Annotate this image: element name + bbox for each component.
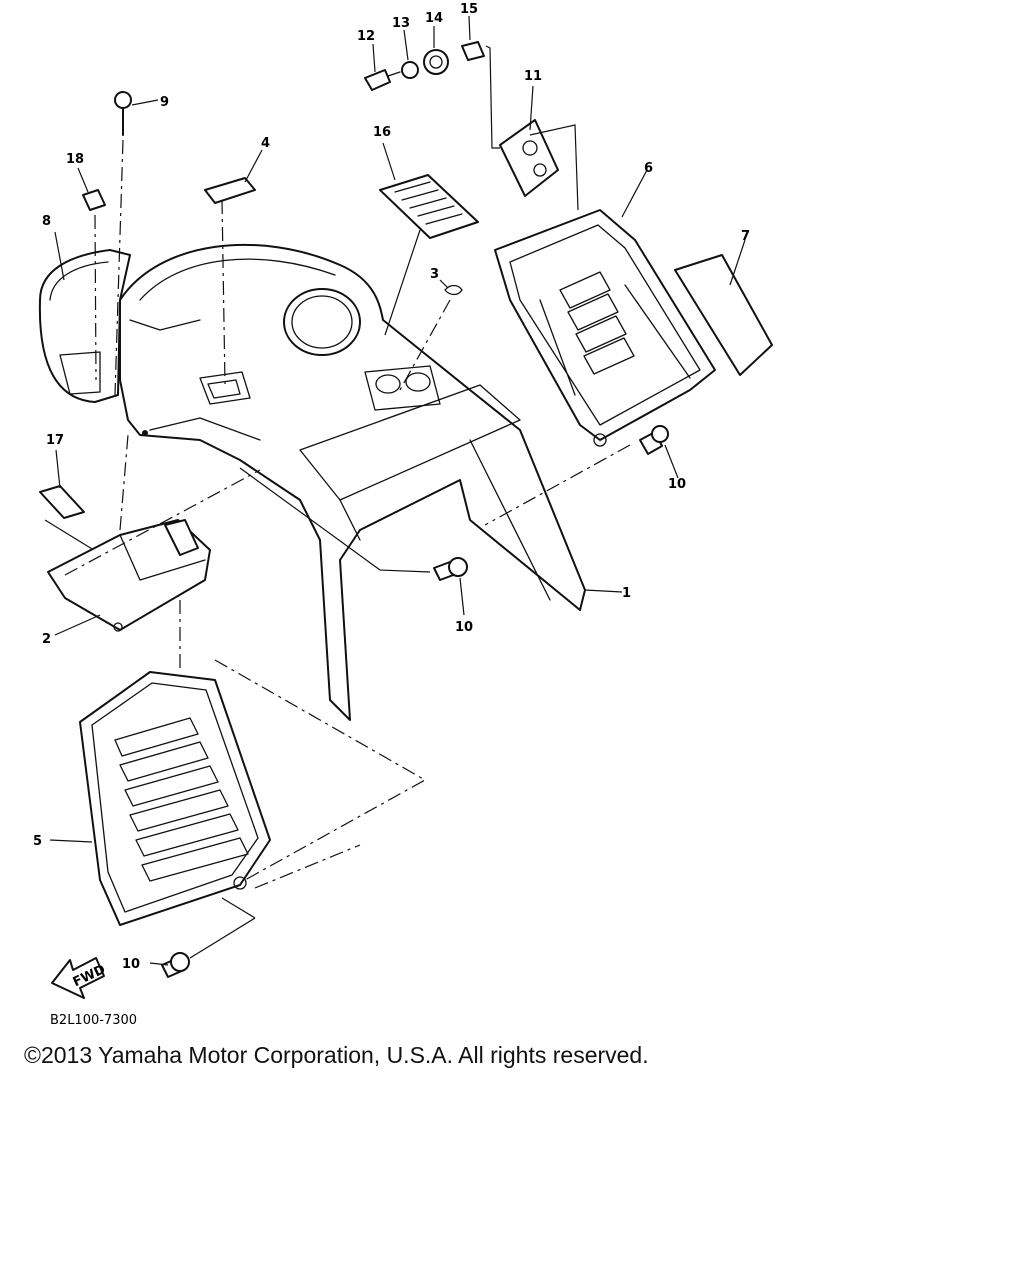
label-part-6: 6 bbox=[644, 161, 653, 176]
label-part-3: 3 bbox=[430, 267, 439, 282]
label-part-4: 4 bbox=[261, 136, 270, 151]
label-part-10-lower: 10 bbox=[122, 957, 140, 972]
label-part-13: 13 bbox=[392, 16, 410, 31]
label-part-1: 1 bbox=[622, 586, 631, 601]
part-2-tray bbox=[47, 434, 261, 670]
label-part-5: 5 bbox=[33, 834, 42, 849]
part-6-right-cover bbox=[494, 169, 716, 447]
label-part-16: 16 bbox=[373, 125, 391, 140]
part-7-pad bbox=[674, 239, 773, 376]
parts-12-15-fasteners bbox=[364, 15, 500, 149]
part-9-bolt bbox=[114, 91, 159, 396]
label-part-11: 11 bbox=[524, 69, 542, 84]
part-16-label bbox=[379, 142, 479, 336]
copyright-notice: ©2013 Yamaha Motor Corporation, U.S.A. A… bbox=[24, 1042, 649, 1068]
label-part-17: 17 bbox=[46, 433, 64, 448]
label-part-15: 15 bbox=[460, 2, 478, 17]
parts-diagram: FWD 1 2 3 4 5 6 7 8 9 10 10 10 11 12 13 … bbox=[33, 2, 773, 1028]
label-part-18: 18 bbox=[66, 152, 84, 167]
label-part-12: 12 bbox=[357, 29, 375, 44]
label-part-14: 14 bbox=[425, 11, 443, 26]
diagram-code: B2L100-7300 bbox=[50, 1013, 137, 1028]
part-4-cover bbox=[204, 149, 263, 386]
label-part-2: 2 bbox=[42, 632, 51, 647]
part-18-grommet bbox=[77, 167, 106, 381]
label-part-9: 9 bbox=[160, 95, 169, 110]
part-3-clip bbox=[399, 279, 463, 391]
fwd-arrow-icon: FWD bbox=[51, 957, 108, 999]
part-1-main-cowl bbox=[119, 243, 623, 721]
label-part-10-right: 10 bbox=[668, 477, 686, 492]
part-10-bolt-middle bbox=[239, 467, 468, 616]
label-part-8: 8 bbox=[42, 214, 51, 229]
part-8-side-panel bbox=[38, 231, 131, 403]
label-part-10-middle: 10 bbox=[455, 620, 473, 635]
part-5-lower-cover bbox=[49, 659, 427, 926]
part-10-bolt-right bbox=[484, 425, 679, 526]
part-11-bracket bbox=[499, 85, 579, 211]
part-10-bolt-lower bbox=[149, 897, 256, 978]
label-part-7: 7 bbox=[741, 229, 750, 244]
part-17-pad bbox=[39, 449, 111, 561]
